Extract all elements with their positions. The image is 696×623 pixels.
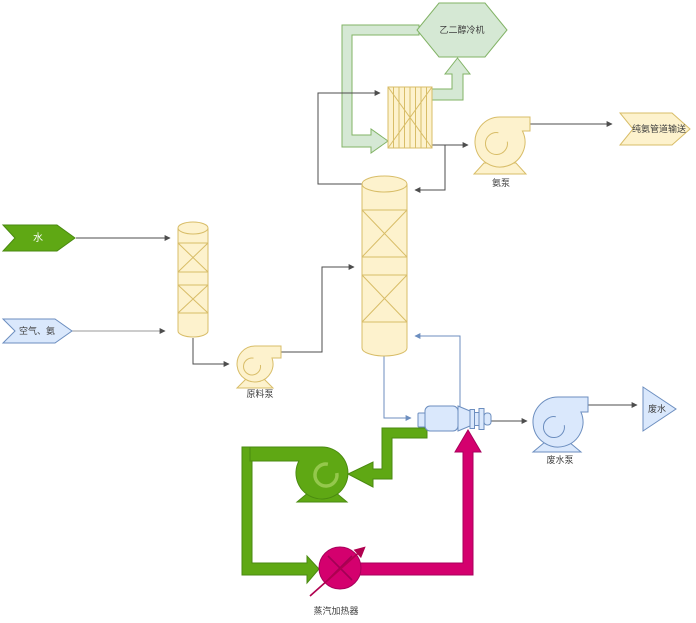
flash-vessel[interactable] — [417, 405, 492, 432]
chiller-hexagon[interactable]: 乙二醇冷机 — [416, 2, 508, 58]
pretreat-column[interactable] — [177, 221, 209, 338]
waste-pump[interactable] — [531, 396, 589, 453]
heat-exchanger[interactable] — [387, 86, 433, 149]
waste-outlet-label: 废水 — [648, 403, 666, 415]
water-inlet-chevron[interactable]: 水 — [1, 224, 76, 252]
air-ammonia-label: 空气、氨 — [19, 325, 55, 337]
air-ammonia-inlet-chevron[interactable]: 空气、氨 — [1, 318, 73, 344]
waste-outlet-triangle[interactable]: 废水 — [642, 386, 677, 432]
waste-pump-label: 废水泵 — [546, 454, 573, 466]
steam-heater[interactable] — [309, 546, 366, 597]
coolant-return-pipe[interactable] — [431, 57, 472, 101]
heater-flow-arrow — [309, 546, 366, 597]
exchanger-tubes — [387, 86, 433, 149]
column-internals — [361, 183, 408, 323]
vessel-to-circulation-pump-pipe[interactable] — [346, 427, 428, 488]
line-column-to-feed-pump[interactable] — [192, 338, 230, 367]
pump-impeller-arc — [484, 132, 508, 156]
line-reflux-to-column[interactable] — [414, 145, 446, 193]
circulation-pump[interactable] — [249, 446, 349, 503]
vessel-ring — [469, 409, 475, 429]
pure-ammonia-label: 纯氨管道输送 — [632, 123, 686, 135]
vessel-ring — [478, 408, 485, 430]
steam-heater-label: 蒸汽加热器 — [313, 605, 358, 617]
feed-pump-label: 原料泵 — [246, 388, 273, 400]
line-column-top-to-exchanger[interactable] — [317, 90, 381, 185]
vessel-ring — [474, 412, 480, 426]
coolant-supply-pipe[interactable] — [341, 24, 420, 154]
pump-impeller-arc — [542, 416, 565, 439]
pump-impeller-arc — [313, 462, 339, 488]
line-feed-pump-to-main-column[interactable] — [281, 264, 355, 353]
vessel-end-cap — [483, 412, 492, 426]
line-column-bottoms-to-vessel[interactable] — [383, 356, 412, 421]
main-column[interactable] — [361, 175, 408, 357]
vessel-body — [424, 405, 459, 432]
ammonia-pump[interactable] — [472, 116, 531, 175]
chiller-label: 乙二醇冷机 — [439, 24, 484, 36]
column-internals — [177, 227, 209, 314]
pump-impeller-arc — [243, 357, 261, 376]
pure-ammonia-outlet-chevron[interactable]: 纯氨管道输送 — [618, 112, 691, 146]
heater-to-vessel-pipe[interactable] — [359, 429, 482, 576]
water-inlet-label: 水 — [33, 232, 43, 244]
ammonia-pump-label: 氨泵 — [492, 177, 510, 189]
vessel-taper — [457, 405, 471, 432]
line-vessel-vapor-to-column[interactable] — [414, 333, 461, 407]
feed-pump[interactable] — [235, 345, 282, 389]
